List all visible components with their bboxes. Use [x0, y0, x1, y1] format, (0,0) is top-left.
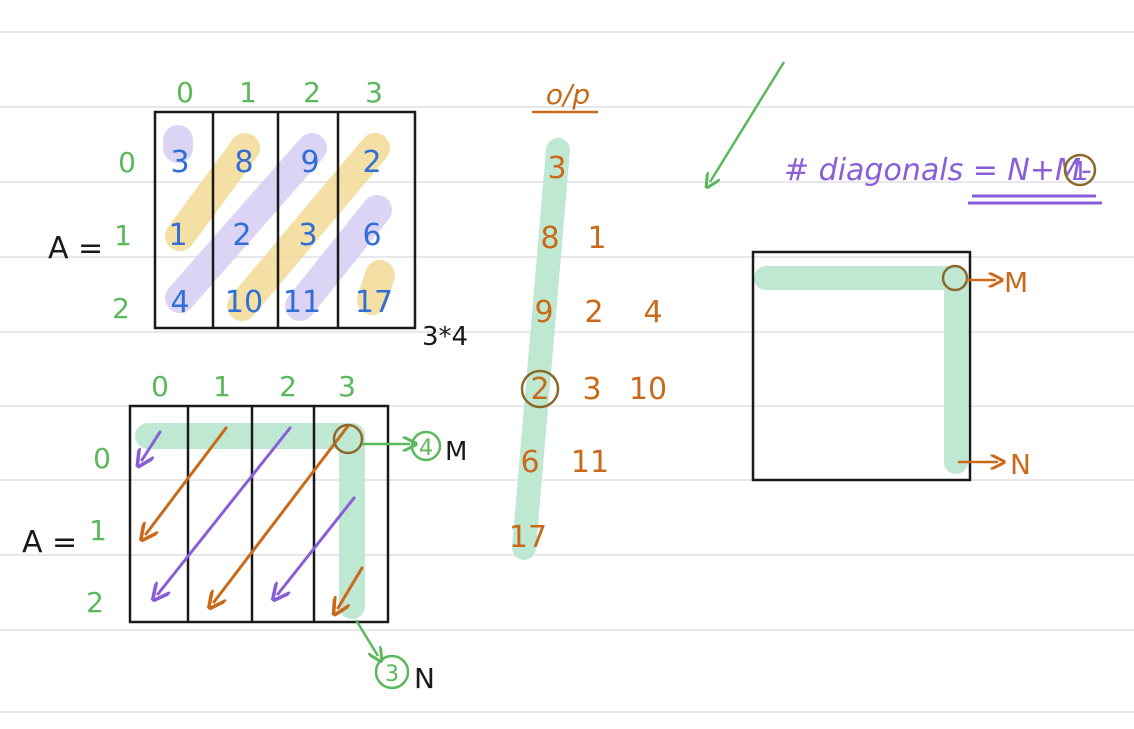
col-index: 0: [151, 370, 169, 403]
row-index: 0: [93, 442, 111, 475]
col-index: 2: [279, 370, 297, 403]
diagonal-arrow: [338, 566, 364, 608]
right-rectangle: M N: [751, 250, 1031, 482]
m-label: M: [445, 437, 467, 467]
diagonal-arrow: [278, 496, 356, 594]
boundary-highlight: [754, 266, 968, 474]
output-heading: o/p: [546, 78, 590, 111]
col-index: 3: [365, 76, 383, 109]
cell-value: 3: [298, 218, 317, 253]
output-value: 3: [582, 372, 601, 407]
cell-value: 8: [234, 145, 253, 180]
matrix-label: A =: [22, 525, 77, 560]
output-value: 10: [629, 372, 667, 407]
n-count: 3: [385, 662, 399, 687]
diagonal-arrow: [158, 426, 292, 594]
col-index: 1: [213, 370, 231, 403]
formula-circled-value: 1: [1072, 157, 1089, 187]
cell-value: 3: [170, 145, 189, 180]
m-count: 4: [419, 436, 433, 461]
output-values: 3 8 1 9 2 4 2 3 10 6 11 17: [509, 151, 667, 555]
output-value: 3: [547, 151, 566, 186]
m-count-circle: [410, 430, 442, 462]
row-index: 2: [112, 292, 130, 325]
col-index: 3: [338, 370, 356, 403]
matrix-label: A =: [48, 231, 103, 266]
cell-value: 17: [355, 285, 393, 320]
cell-value: 6: [362, 218, 381, 253]
n-label: N: [414, 662, 435, 695]
n-arrow: [354, 619, 378, 656]
output-column: o/p 3 8 1 9 2 4 2 3 10 6 11 17: [509, 78, 667, 560]
col-indices: 0 1 2 3: [151, 370, 356, 403]
row-index: 2: [86, 586, 104, 619]
output-value: 11: [571, 445, 609, 480]
size-note: 3*4: [422, 322, 468, 352]
cell-values: 3 8 9 2 1 2 3 6 4 10 11 17: [168, 145, 393, 320]
col-index: 1: [239, 76, 257, 109]
cell-value: 11: [283, 285, 321, 320]
output-value: 17: [509, 520, 547, 555]
output-value: 2: [530, 372, 549, 407]
row-indices: 0 1 2: [112, 146, 136, 325]
col-index: 2: [303, 76, 321, 109]
output-circle: [520, 369, 560, 409]
cell-value: 2: [362, 145, 381, 180]
output-value: 8: [540, 221, 559, 256]
cell-value: 1: [168, 218, 187, 253]
cell-value: 2: [232, 218, 251, 253]
formula: # diagonals = N+M- 1: [784, 153, 1102, 205]
row-index: 1: [114, 219, 132, 252]
col-indices: 0 1 2 3: [176, 76, 383, 109]
diagonal-arrow: [214, 424, 350, 602]
corner-circle: [332, 423, 364, 455]
cell-value: 4: [170, 285, 189, 320]
output-highlight: [512, 138, 570, 560]
corner-circle: [941, 264, 969, 292]
bottom-matrix: 0 1 2 3 0 1 2 A =: [22, 370, 467, 695]
output-value: 1: [587, 221, 606, 256]
n-label: N: [1010, 448, 1031, 481]
output-value: 6: [520, 445, 539, 480]
output-value: 9: [534, 295, 553, 330]
rectangle-outline: [751, 250, 972, 482]
col-index: 0: [176, 76, 194, 109]
cell-value: 9: [300, 145, 319, 180]
formula-text: # diagonals = N+M-: [784, 153, 1092, 188]
matrix-grid: [153, 110, 417, 330]
row-index: 1: [89, 514, 107, 547]
n-count-circle: [374, 654, 410, 690]
row-index: 0: [118, 146, 136, 179]
top-matrix: 0 1 2 3 0 1 2 A = 3 8 9 2 1 2 3 6 4 10 1…: [48, 76, 468, 352]
pointer-arrow: [710, 61, 786, 182]
output-value: 2: [584, 295, 603, 330]
diagonal-arrow: [142, 430, 162, 460]
diagonal-arrow: [146, 426, 228, 534]
diagonal-arrows: [142, 424, 364, 608]
matrix-grid: [128, 404, 390, 624]
cell-value: 10: [225, 285, 263, 320]
diagonal-highlights: [163, 125, 395, 321]
output-value: 4: [643, 295, 662, 330]
formula-circle: [1063, 153, 1097, 187]
boundary-highlight: [135, 423, 365, 619]
m-label: M: [1004, 266, 1028, 299]
row-indices: 0 1 2: [86, 442, 111, 619]
